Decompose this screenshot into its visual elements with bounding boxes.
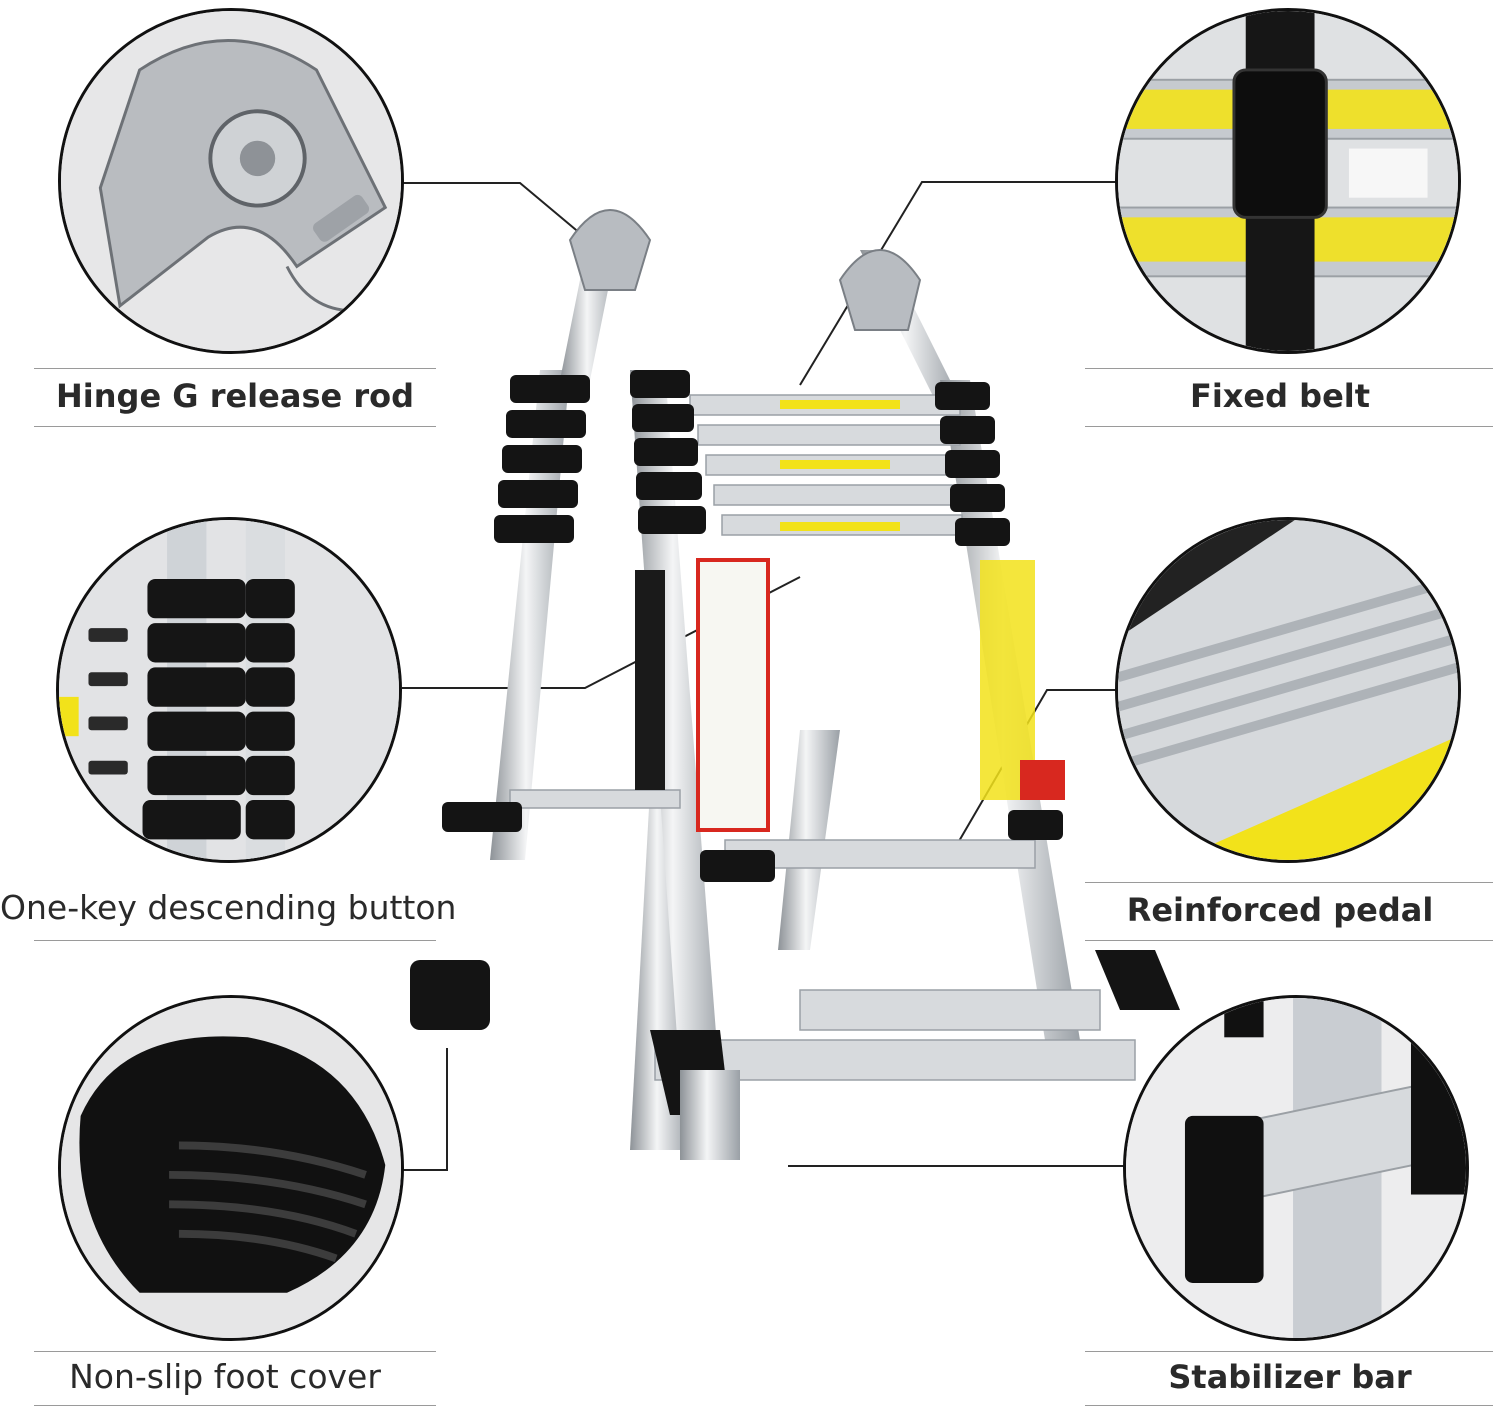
pedal-closeup-image [1115,517,1461,863]
fixed-belt-closeup-image [1115,8,1461,354]
strap-buckle-icon [1118,11,1458,351]
divider [34,1405,436,1406]
divider [1085,368,1493,369]
pedal-label: Reinforced pedal [1126,891,1434,929]
hinge-icon [61,11,401,351]
divider [1085,1351,1493,1352]
telescopic-collar-icon [59,520,399,860]
tread-icon [1118,520,1458,860]
divider [1085,882,1493,883]
hinge-label: Hinge G release rod [56,377,414,415]
divider [1085,426,1493,427]
divider [34,940,436,941]
divider [1085,1405,1493,1406]
hinge-closeup-image [58,8,404,354]
stabilizer-foot-icon [1126,998,1466,1338]
foot-cover-closeup-image [58,995,404,1341]
divider [34,368,436,369]
descend-label: One-key descending button [0,888,457,927]
divider [1085,940,1493,941]
divider [34,1351,436,1352]
divider [34,426,436,427]
fixed-belt-label: Fixed belt [1189,377,1371,415]
ladder-product-image [410,209,1180,1160]
rubber-foot-icon [61,998,401,1338]
stabilizer-label: Stabilizer bar [1168,1358,1412,1396]
foot-cover-label: Non-slip foot cover [69,1357,381,1396]
descend-button-closeup-image [56,517,402,863]
stabilizer-closeup-image [1123,995,1469,1341]
